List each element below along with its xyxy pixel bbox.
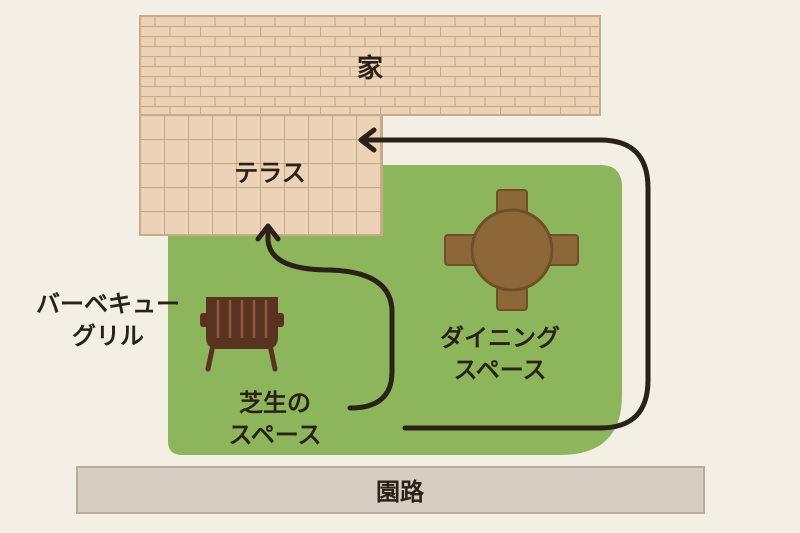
lawn-space-label-line-1: 芝生の [239, 389, 311, 417]
bbq-grill-label-line-2: グリル [72, 322, 144, 351]
bbq-grill-label-line-1: バーベキュー [36, 290, 180, 318]
bbq-grill-label: バーベキュー グリル [18, 288, 198, 353]
house-label: 家 [356, 54, 383, 84]
arrow-to-terrace-icon [255, 223, 395, 411]
dining-space-label-line-1: ダイニング [440, 324, 560, 352]
dining-space-label: ダイニング スペース [420, 322, 580, 387]
dining-space-label-line-2: スペース [453, 356, 547, 385]
bbq-grill-icon [200, 297, 284, 372]
garden-path-label: 園路 [376, 478, 424, 506]
arrow-loop-icon [358, 127, 651, 431]
garden-path [76, 466, 705, 514]
terrace-label: テラス [234, 159, 306, 187]
dining-table-icon [444, 189, 579, 311]
lawn-space-label: 芝生の スペース [205, 387, 345, 452]
house [139, 15, 601, 116]
lawn-space-label-line-2: スペース [228, 421, 322, 450]
